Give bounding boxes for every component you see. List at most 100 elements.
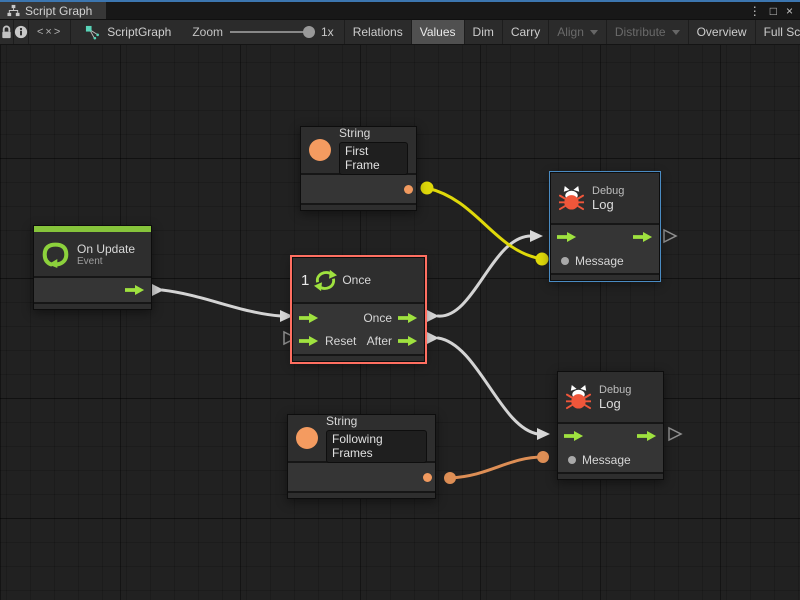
toolbar-button-carry[interactable]: Carry bbox=[503, 20, 549, 44]
unconnected-port-triangle[interactable] bbox=[664, 230, 676, 242]
toolbar-button-values[interactable]: Values bbox=[412, 20, 465, 44]
debug-bug-icon bbox=[559, 186, 584, 211]
flow-output-port-after[interactable] bbox=[398, 335, 418, 347]
node-title: String bbox=[326, 414, 427, 428]
port-row: Once bbox=[293, 306, 424, 329]
string-value-field[interactable]: First Frame bbox=[339, 142, 408, 175]
zoom-slider-track[interactable] bbox=[230, 31, 314, 33]
node-title: Log bbox=[599, 396, 631, 411]
lock-icon bbox=[0, 25, 13, 40]
flow-input-port-reset[interactable] bbox=[299, 335, 319, 347]
window-controls: ⋮ □ × bbox=[749, 2, 800, 19]
node-header[interactable]: Debug Log bbox=[551, 173, 659, 223]
node-debug-log-bottom[interactable]: Debug Log Message bbox=[557, 371, 664, 480]
flow-input-port[interactable] bbox=[299, 312, 319, 324]
node-ports: Once Reset After bbox=[293, 302, 424, 354]
button-label: Overview bbox=[697, 25, 747, 39]
flow-output-port-once[interactable] bbox=[398, 312, 418, 324]
node-on-update[interactable]: On Update Event bbox=[33, 225, 152, 310]
edit-code-button[interactable]: <×> bbox=[29, 20, 71, 44]
node-string-first-frame[interactable]: String First Frame bbox=[300, 126, 417, 211]
toolbar-button-overview[interactable]: Overview bbox=[689, 20, 756, 44]
value-output-port[interactable] bbox=[404, 185, 413, 194]
dropdown-arrow-icon bbox=[672, 30, 680, 35]
unconnected-port-triangle[interactable] bbox=[669, 428, 681, 440]
zoom-slider[interactable] bbox=[230, 26, 314, 38]
message-input-port[interactable] bbox=[561, 257, 569, 265]
flow-output-port[interactable] bbox=[125, 284, 145, 296]
node-ports bbox=[34, 276, 151, 302]
node-kicker: Debug bbox=[599, 384, 631, 396]
node-footer bbox=[288, 491, 435, 498]
port-label: Once bbox=[363, 311, 392, 325]
zoom-slider-handle[interactable] bbox=[303, 26, 315, 38]
message-input-port[interactable] bbox=[568, 456, 576, 464]
flow-output-port[interactable] bbox=[637, 430, 657, 442]
node-subtitle: Event bbox=[77, 256, 135, 267]
node-once[interactable]: 1 Once Once bbox=[292, 257, 425, 362]
node-header[interactable]: String First Frame bbox=[301, 127, 416, 173]
inspect-button[interactable] bbox=[14, 20, 29, 44]
button-label: Values bbox=[420, 25, 456, 39]
button-label: Distribute bbox=[615, 25, 666, 39]
lock-button[interactable] bbox=[0, 20, 14, 44]
window-close-icon[interactable]: × bbox=[786, 5, 793, 17]
button-label: Relations bbox=[353, 25, 403, 39]
flow-input-port[interactable] bbox=[557, 231, 577, 243]
once-count-badge: 1 bbox=[301, 272, 309, 289]
toolbar-button-dim[interactable]: Dim bbox=[465, 20, 503, 44]
info-icon bbox=[14, 25, 28, 39]
node-title: Once bbox=[342, 273, 371, 287]
string-value-field[interactable]: Following Frames bbox=[326, 430, 427, 463]
debug-bug-icon bbox=[566, 385, 591, 410]
window-maximize-icon[interactable]: □ bbox=[770, 5, 777, 17]
node-string-following-frames[interactable]: String Following Frames bbox=[287, 414, 436, 499]
node-ports: Message bbox=[558, 422, 663, 472]
button-label: Full Screen bbox=[764, 25, 800, 39]
toolbar-button-distribute[interactable]: Distribute bbox=[607, 20, 689, 44]
wire-firstframe-to-message[interactable] bbox=[427, 188, 542, 259]
hierarchy-graph-icon bbox=[7, 4, 20, 17]
window-tab-bar: Script Graph ⋮ □ × bbox=[0, 2, 800, 19]
port-row: Reset After bbox=[293, 329, 424, 352]
flow-input-port[interactable] bbox=[564, 430, 584, 442]
toolbar-button-align[interactable]: Align bbox=[549, 20, 607, 44]
window-menu-icon[interactable]: ⋮ bbox=[749, 5, 761, 17]
node-debug-log-top[interactable]: Debug Log Message bbox=[550, 172, 660, 281]
graph-name-label: ScriptGraph bbox=[107, 25, 171, 39]
string-type-icon bbox=[309, 139, 331, 161]
toolbar-button-fullscreen[interactable]: Full Screen bbox=[756, 20, 800, 44]
node-ports bbox=[301, 173, 416, 203]
port-row bbox=[558, 424, 663, 448]
code-icon: <×> bbox=[37, 26, 62, 38]
wire-once-to-debugbottom[interactable] bbox=[438, 338, 538, 434]
button-label: Dim bbox=[473, 25, 494, 39]
port-row: Message bbox=[558, 448, 663, 472]
toolbar-button-relations[interactable]: Relations bbox=[345, 20, 412, 44]
port-label: After bbox=[367, 334, 392, 348]
node-footer bbox=[551, 273, 659, 280]
tab-script-graph[interactable]: Script Graph bbox=[0, 2, 106, 19]
node-title: On Update bbox=[77, 242, 135, 256]
wire-onupdate-to-once[interactable] bbox=[162, 290, 281, 316]
wire-endpoint-dot bbox=[536, 253, 549, 266]
node-header[interactable]: String Following Frames bbox=[288, 415, 435, 461]
on-update-loop-icon bbox=[42, 241, 69, 268]
button-label: Carry bbox=[511, 25, 540, 39]
graph-toolbar: <×> ScriptGraph Zoom 1x Relations Values… bbox=[0, 19, 800, 45]
wire-followingframes-to-message[interactable] bbox=[450, 457, 543, 478]
tabbar-spacer bbox=[106, 2, 748, 19]
node-header[interactable]: On Update Event bbox=[34, 232, 151, 276]
button-label: Align bbox=[557, 25, 584, 39]
port-label: Reset bbox=[325, 334, 356, 348]
node-footer bbox=[558, 472, 663, 479]
zoom-label: Zoom bbox=[192, 25, 223, 39]
value-output-port[interactable] bbox=[423, 473, 432, 482]
graph-canvas[interactable]: String First Frame On Update Event bbox=[0, 45, 800, 600]
port-label: Message bbox=[575, 254, 624, 268]
node-header[interactable]: 1 Once bbox=[293, 258, 424, 302]
node-ports: Message bbox=[551, 223, 659, 273]
flow-output-port[interactable] bbox=[633, 231, 653, 243]
node-header[interactable]: Debug Log bbox=[558, 372, 663, 422]
wire-once-to-debugtop[interactable] bbox=[438, 236, 531, 316]
